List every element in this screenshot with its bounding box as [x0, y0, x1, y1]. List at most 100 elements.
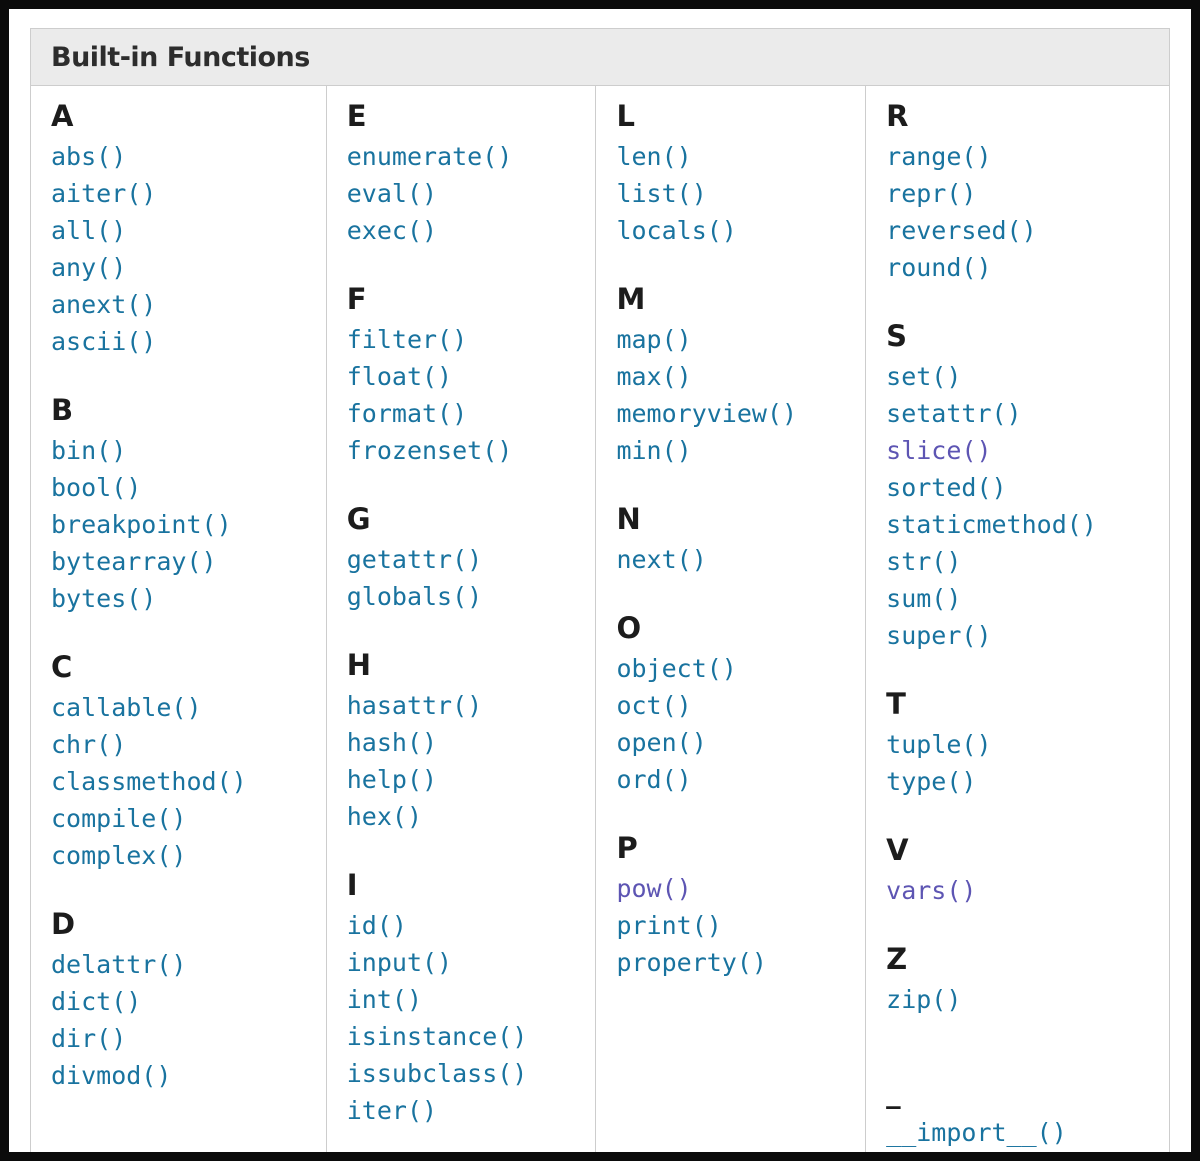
function-link[interactable]: next() — [616, 545, 707, 574]
section-letter: O — [616, 611, 642, 645]
function-link[interactable]: getattr() — [346, 545, 483, 574]
section-letter: I — [346, 868, 358, 902]
function-link[interactable]: round() — [886, 253, 992, 282]
function-link[interactable]: len() — [616, 142, 692, 171]
function-link[interactable]: ascii() — [51, 327, 157, 356]
section-letter: _ — [886, 1075, 901, 1109]
section-letter: E — [346, 99, 367, 133]
function-link[interactable]: help() — [346, 765, 438, 794]
function-link[interactable]: abs() — [51, 142, 127, 171]
function-link[interactable]: repr() — [886, 179, 977, 208]
function-link[interactable]: format() — [346, 399, 468, 428]
section-letter: A — [51, 99, 74, 133]
function-link[interactable]: ord() — [616, 765, 692, 794]
function-link[interactable]: frozenset() — [346, 436, 513, 465]
function-link[interactable]: max() — [616, 362, 692, 391]
function-link[interactable]: zip() — [886, 985, 962, 1014]
function-link[interactable]: pow() — [616, 874, 692, 903]
section-letter: F — [346, 282, 367, 316]
function-link[interactable]: object() — [616, 654, 737, 683]
function-link[interactable]: open() — [616, 728, 707, 757]
section-_: _ __import__() — [886, 1074, 1163, 1151]
function-link[interactable]: super() — [886, 621, 992, 650]
function-link[interactable]: vars() — [886, 876, 977, 905]
function-link[interactable]: dir() — [51, 1024, 127, 1053]
function-link[interactable]: hash() — [346, 728, 438, 757]
function-link[interactable]: list() — [616, 179, 707, 208]
function-link[interactable]: slice() — [886, 436, 992, 465]
section-letter: R — [886, 99, 909, 133]
function-link[interactable]: float() — [346, 362, 453, 391]
section-letter: G — [346, 502, 371, 536]
table-header: Built-in Functions — [31, 29, 1169, 86]
function-link[interactable]: globals() — [346, 582, 483, 611]
function-link[interactable]: iter() — [346, 1096, 438, 1125]
function-link[interactable]: aiter() — [51, 179, 157, 208]
function-link[interactable]: hasattr() — [346, 691, 483, 720]
function-link[interactable]: property() — [616, 948, 767, 977]
function-link[interactable]: sorted() — [886, 473, 1007, 502]
section-letter: Z — [886, 942, 908, 976]
function-link[interactable]: staticmethod() — [886, 510, 1097, 539]
function-link[interactable]: locals() — [616, 216, 737, 245]
function-link[interactable]: all() — [51, 216, 127, 245]
function-link[interactable]: filter() — [346, 325, 468, 354]
function-link[interactable]: exec() — [346, 216, 438, 245]
function-link[interactable]: delattr() — [51, 950, 187, 979]
function-link[interactable]: type() — [886, 767, 977, 796]
function-link[interactable]: callable() — [51, 693, 202, 722]
function-link[interactable]: sum() — [886, 584, 962, 613]
function-link[interactable]: chr() — [51, 730, 127, 759]
function-link[interactable]: divmod() — [51, 1061, 172, 1090]
function-link[interactable]: eval() — [346, 179, 438, 208]
function-link[interactable]: isinstance() — [346, 1022, 528, 1051]
table-title: Built-in Functions — [51, 41, 310, 73]
function-link[interactable]: any() — [51, 253, 127, 282]
function-link[interactable]: bool() — [51, 473, 142, 502]
function-link[interactable]: print() — [616, 911, 722, 940]
function-link[interactable]: __import__() — [886, 1118, 1067, 1147]
function-link[interactable]: tuple() — [886, 730, 992, 759]
function-link[interactable]: int() — [346, 985, 422, 1014]
function-link[interactable]: id() — [346, 911, 407, 940]
function-link[interactable]: dict() — [51, 987, 142, 1016]
function-link[interactable]: oct() — [616, 691, 692, 720]
function-link[interactable]: str() — [886, 547, 962, 576]
function-link[interactable]: input() — [346, 948, 453, 977]
function-link[interactable]: range() — [886, 142, 992, 171]
function-link[interactable]: setattr() — [886, 399, 1022, 428]
function-link[interactable]: compile() — [51, 804, 187, 833]
function-link[interactable]: bin() — [51, 436, 127, 465]
function-link[interactable]: hex() — [346, 802, 422, 831]
function-link[interactable]: set() — [886, 362, 962, 391]
function-link[interactable]: complex() — [51, 841, 187, 870]
function-link[interactable]: anext() — [51, 290, 157, 319]
section-letter: M — [616, 282, 646, 316]
function-link[interactable]: enumerate() — [346, 142, 513, 171]
function-link[interactable]: breakpoint() — [51, 510, 232, 539]
function-link[interactable]: issubclass() — [346, 1059, 528, 1088]
section-letter: H — [346, 648, 372, 682]
function-link[interactable]: bytearray() — [51, 547, 217, 576]
function-link[interactable]: map() — [616, 325, 692, 354]
section-letter: N — [616, 502, 641, 536]
section-letter: C — [51, 650, 73, 684]
function-link[interactable]: bytes() — [51, 584, 157, 613]
function-link[interactable]: classmethod() — [51, 767, 247, 796]
function-link[interactable]: memoryview() — [616, 399, 798, 428]
function-link[interactable]: min() — [616, 436, 692, 465]
function-link[interactable]: reversed() — [886, 216, 1037, 245]
